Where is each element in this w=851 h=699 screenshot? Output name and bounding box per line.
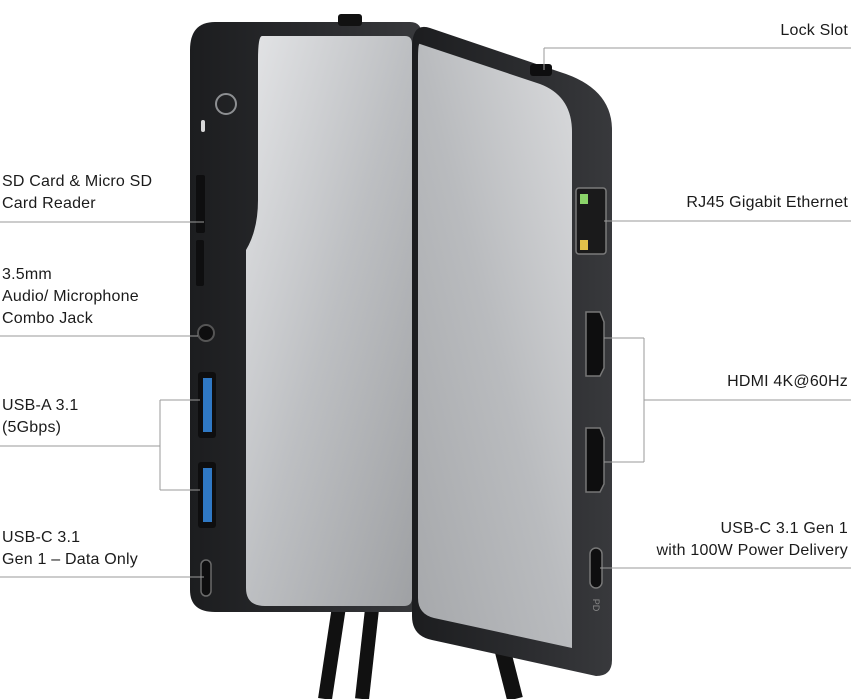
callout-line: USB-C 3.1 Gen 1: [720, 520, 848, 537]
callout-hdmi: HDMI 4K@60Hz: [727, 371, 848, 393]
pd-marking: PD: [591, 599, 601, 612]
callout-line: Audio/ Microphone: [2, 288, 139, 305]
callout-line: 3.5mm: [2, 266, 52, 283]
callout-line: with 100W Power Delivery: [656, 542, 848, 559]
callout-usb-c-pd: USB-C 3.1 Gen 1 with 100W Power Delivery: [656, 518, 848, 562]
callout-sd-card-reader: SD Card & Micro SD Card Reader: [2, 171, 152, 215]
callout-line: Gen 1 – Data Only: [2, 551, 138, 568]
callout-line: Card Reader: [2, 195, 96, 212]
callout-line: Combo Jack: [2, 310, 93, 327]
callout-rj45: RJ45 Gigabit Ethernet: [686, 192, 848, 214]
callout-line: (5Gbps): [2, 419, 62, 436]
leader-hdmi: [604, 337, 851, 463]
callout-line: HDMI 4K@60Hz: [727, 373, 848, 390]
callout-audio-jack: 3.5mm Audio/ Microphone Combo Jack: [2, 264, 139, 330]
leader-lines: [0, 47, 851, 578]
leader-usba: [0, 399, 200, 491]
right-unit: PD: [412, 26, 612, 676]
callout-usb-a: USB-A 3.1 (5Gbps): [2, 395, 79, 439]
callout-line: USB-A 3.1: [2, 397, 79, 414]
callout-lock-slot: Lock Slot: [780, 20, 848, 42]
callout-line: USB-C 3.1: [2, 529, 81, 546]
leader-lock: [543, 47, 851, 70]
callout-line: SD Card & Micro SD: [2, 173, 153, 190]
callout-line: RJ45 Gigabit Ethernet: [686, 194, 848, 211]
left-unit: [190, 14, 422, 612]
callout-line: Lock Slot: [780, 22, 848, 39]
callout-usb-c-data: USB-C 3.1 Gen 1 – Data Only: [2, 527, 138, 571]
